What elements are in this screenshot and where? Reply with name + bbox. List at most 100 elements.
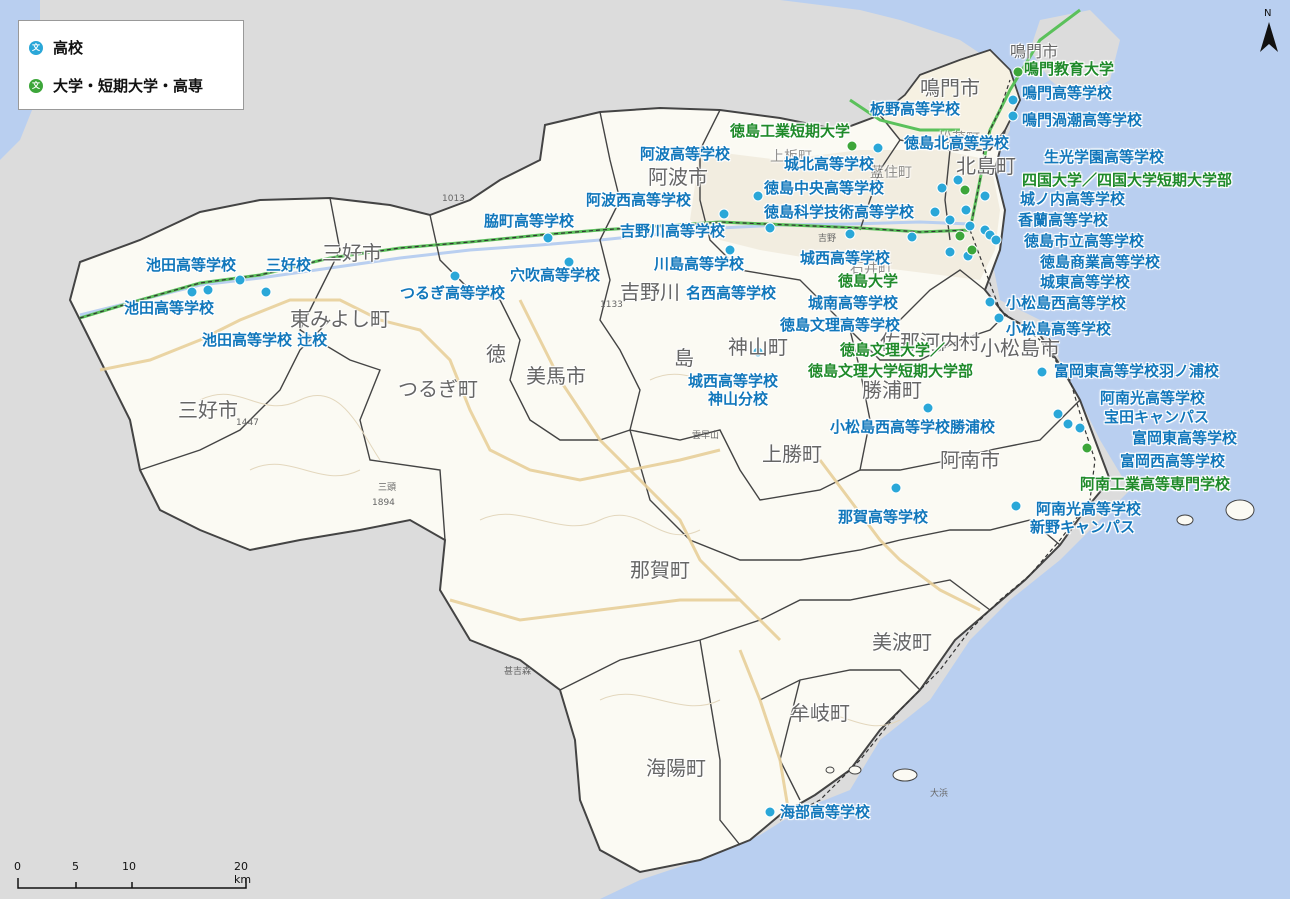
- high-school-marker[interactable]: 海部高等学校: [764, 806, 776, 818]
- label-anan-hikari-2[interactable]: 宝田キャンパス: [1104, 408, 1210, 426]
- label-tokushima-kita[interactable]: 徳島北高等学校: [904, 134, 1010, 152]
- high-school-marker[interactable]: 徳島中央高等学校: [929, 206, 941, 218]
- label-komatsushima-nishi[interactable]: 小松島西高等学校: [1006, 294, 1127, 312]
- high-school-marker[interactable]: 池田高等学校: [202, 284, 214, 296]
- high-school-marker[interactable]: 生光学園高等学校: [979, 190, 991, 202]
- high-school-marker[interactable]: 城西高等学校 神山分校: [752, 346, 764, 358]
- label-tokudai[interactable]: 徳島大学: [838, 272, 899, 290]
- label-anan-kosen[interactable]: 阿南工業高等専門学校: [1080, 475, 1231, 493]
- high-school-marker[interactable]: 小松島高等学校: [993, 312, 1005, 324]
- label-yoshinogawa[interactable]: 吉野川高等学校: [620, 222, 726, 240]
- label-shikoku[interactable]: 四国大学／四国大学短期大学部: [1022, 171, 1233, 189]
- high-school-marker[interactable]: 徳島北高等学校: [952, 174, 964, 186]
- label-ikeda-tsuji[interactable]: 池田高等学校 辻校: [202, 331, 328, 349]
- label-anan-niino-2[interactable]: 新野キャンパス: [1030, 518, 1136, 536]
- label-shiritsu[interactable]: 徳島市立高等学校: [1024, 232, 1145, 250]
- label-anan-hikari-1[interactable]: 阿南光高等学校: [1100, 389, 1206, 407]
- label-komatsushima[interactable]: 小松島高等学校: [1006, 320, 1112, 338]
- university-marker[interactable]: 徳島工業短期大学: [846, 140, 858, 152]
- high-school-marker[interactable]: 城東高等学校: [990, 234, 1002, 246]
- university-marker[interactable]: 四国大学／四国大学短期大学部: [959, 184, 971, 196]
- high-school-marker[interactable]: 吉野川高等学校: [724, 244, 736, 256]
- label-josai-kamiyama-2[interactable]: 神山分校: [708, 390, 769, 408]
- label-naruto-kyoiku[interactable]: 鳴門教育大学: [1024, 60, 1115, 78]
- high-school-marker[interactable]: 鳴門渦潮高等学校: [1007, 110, 1019, 122]
- label-anan-niino-1[interactable]: 阿南光高等学校: [1036, 500, 1142, 518]
- label-naka[interactable]: 那賀高等学校: [838, 508, 929, 526]
- legend-row-high-school: 文 高校: [29, 37, 83, 58]
- high-school-marker-icon: 文: [29, 40, 43, 55]
- muni-kamikatsu: 上勝町: [762, 442, 822, 466]
- university-marker[interactable]: 徳島大学: [954, 230, 966, 242]
- high-school-marker[interactable]: つるぎ高等学校: [449, 270, 461, 282]
- muni-miyoshi-north: 三好市: [322, 241, 382, 265]
- university-marker[interactable]: 鳴門教育大学: [1012, 66, 1024, 78]
- label-jonouchi[interactable]: 城ノ内高等学校: [1020, 190, 1126, 208]
- high-school-marker[interactable]: 鳴門高等学校: [1007, 94, 1019, 106]
- label-koran[interactable]: 香蘭高等学校: [1018, 211, 1109, 229]
- label-katsuura[interactable]: 小松島西高等学校勝浦校: [830, 418, 996, 436]
- high-school-marker[interactable]: 池田高等学校 辻校: [260, 286, 272, 298]
- high-school-marker[interactable]: 城西高等学校: [906, 231, 918, 243]
- label-josai[interactable]: 城西高等学校: [800, 249, 891, 267]
- label-tomioka-nishi[interactable]: 富岡西高等学校: [1120, 452, 1226, 470]
- high-school-marker[interactable]: 阿波高等学校: [752, 190, 764, 202]
- high-school-marker[interactable]: 那賀高等学校: [890, 482, 902, 494]
- label-itano[interactable]: 板野高等学校: [870, 100, 961, 118]
- high-school-marker[interactable]: 阿南光高等学校 宝田キャンパス: [1052, 408, 1064, 420]
- legend-label-university: 大学・短期大学・高専: [53, 77, 204, 95]
- high-school-marker[interactable]: 阿南光高等学校 新野キャンパス: [1010, 500, 1022, 512]
- muni-mugi: 牟岐町: [790, 701, 850, 725]
- high-school-marker[interactable]: 香蘭高等学校: [964, 220, 976, 232]
- label-josai-kamiyama-1[interactable]: 城西高等学校: [688, 372, 779, 390]
- label-joto[interactable]: 城東高等学校: [1040, 273, 1131, 291]
- label-tomioka-higashi[interactable]: 富岡東高等学校: [1132, 429, 1238, 447]
- label-bunri-univ-2[interactable]: 徳島文理大学短期大学部: [808, 362, 974, 380]
- high-school-marker[interactable]: 板野高等学校: [872, 142, 884, 154]
- label-awa-nishi[interactable]: 阿波西高等学校: [586, 191, 692, 209]
- high-school-marker[interactable]: 池田高等学校: [186, 286, 198, 298]
- high-school-marker[interactable]: 小松島西高等学校: [984, 296, 996, 308]
- label-wakimachi[interactable]: 脇町高等学校: [484, 212, 575, 230]
- label-shogyo[interactable]: 徳島商業高等学校: [1040, 253, 1161, 271]
- label-bunri-hs[interactable]: 徳島文理高等学校: [780, 316, 901, 334]
- label-tsurugi[interactable]: つるぎ高等学校: [400, 284, 506, 302]
- label-naruto-hs[interactable]: 鳴門高等学校: [1022, 84, 1113, 102]
- label-miyoshi[interactable]: 三好校: [266, 256, 312, 274]
- label-naruto-uzushio[interactable]: 鳴門渦潮高等学校: [1022, 111, 1143, 129]
- high-school-marker[interactable]: 富岡西高等学校: [1074, 422, 1086, 434]
- high-school-marker[interactable]: 川島高等学校: [764, 222, 776, 234]
- label-kagaku[interactable]: 徳島科学技術高等学校: [764, 203, 915, 221]
- muni-mima: 美馬市: [526, 364, 586, 388]
- high-school-marker[interactable]: 阿波西高等学校: [718, 208, 730, 220]
- high-school-marker[interactable]: 富岡東高等学校羽ノ浦校: [1036, 366, 1048, 378]
- label-awa[interactable]: 阿波高等学校: [640, 145, 731, 163]
- high-school-marker[interactable]: 城ノ内高等学校: [960, 204, 972, 216]
- label-anabuki[interactable]: 穴吹高等学校: [510, 266, 601, 284]
- spot-1133: 1133: [600, 300, 623, 310]
- label-jonan[interactable]: 城南高等学校: [808, 294, 899, 312]
- high-school-marker[interactable]: 名西高等学校: [844, 228, 856, 240]
- label-ikeda[interactable]: 池田高等学校: [146, 256, 237, 274]
- high-school-marker[interactable]: 城南高等学校: [944, 246, 956, 258]
- high-school-marker[interactable]: 穴吹高等学校: [563, 256, 575, 268]
- label-chuo[interactable]: 徳島中央高等学校: [764, 179, 885, 197]
- university-marker[interactable]: 徳島文理大学／徳島文理大学短期大学部: [966, 244, 978, 256]
- label-ikeda2[interactable]: 池田高等学校: [124, 299, 215, 317]
- label-tomioka-hanoura[interactable]: 富岡東高等学校羽ノ浦校: [1054, 362, 1220, 380]
- high-school-marker[interactable]: 富岡東高等学校: [1062, 418, 1074, 430]
- label-kawashima[interactable]: 川島高等学校: [654, 255, 745, 273]
- label-kaifu[interactable]: 海部高等学校: [780, 803, 871, 821]
- university-marker[interactable]: 阿南工業高等専門学校: [1081, 442, 1093, 454]
- label-johoku[interactable]: 城北高等学校: [784, 155, 875, 173]
- high-school-marker[interactable]: 小松島西高等学校勝浦校: [922, 402, 934, 414]
- label-kogyo-tandai[interactable]: 徳島工業短期大学: [730, 122, 851, 140]
- high-school-marker[interactable]: 徳島科学技術高等学校: [944, 214, 956, 226]
- label-meisai[interactable]: 名西高等学校: [686, 284, 777, 302]
- label-bunri-univ-1[interactable]: 徳島文理大学／: [840, 341, 946, 359]
- label-seiko[interactable]: 生光学園高等学校: [1044, 148, 1165, 166]
- high-school-marker[interactable]: 城北高等学校: [936, 182, 948, 194]
- high-school-marker[interactable]: 三好校: [234, 274, 246, 286]
- high-school-marker[interactable]: 脇町高等学校: [542, 232, 554, 244]
